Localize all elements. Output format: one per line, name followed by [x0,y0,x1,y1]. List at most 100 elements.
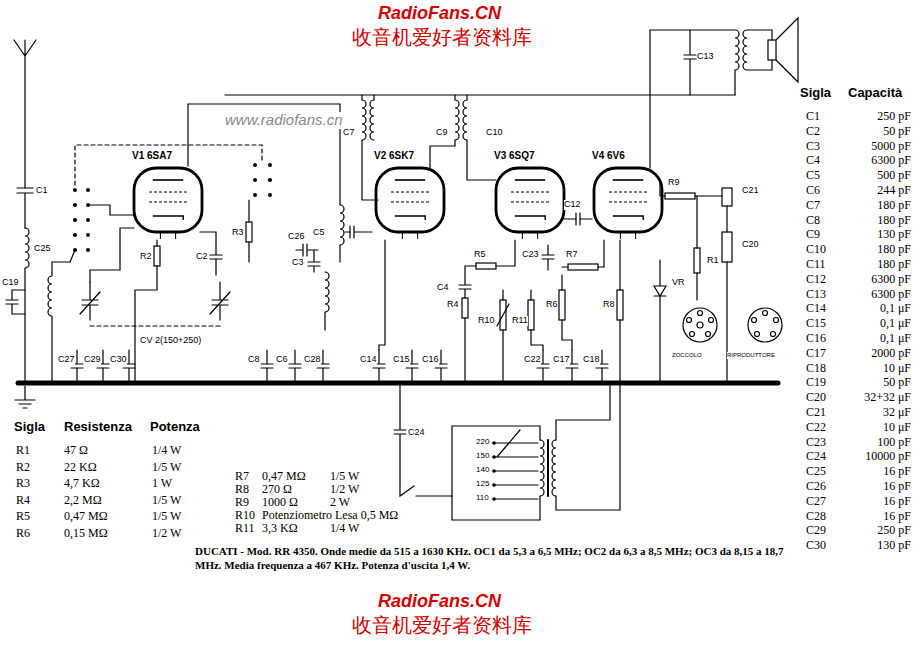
tube-socket [771,332,776,337]
table-cell: C1 [806,110,820,123]
circuit-wiring [722,232,732,262]
table-cell: C2 [806,125,820,138]
component-label: R3 [232,228,244,238]
tube-plate [395,179,425,181]
table-cell: C11 [806,258,826,271]
table-cell: 47 Ω [64,444,88,457]
vacuum-tube: V2 6SK7 [372,150,448,240]
component-label: C19 [2,278,19,288]
table-header: Potenza [150,420,200,434]
table-cell: C24 [806,450,826,463]
component-label: R10 [478,316,495,326]
tube-grid [391,192,429,193]
tube-socket [697,322,703,328]
component-label: R4 [447,300,459,310]
circuit-wiring [500,300,506,330]
table-cell: Potenziometro Lesa 0,5 MΩ [262,509,398,522]
circuit-wiring [188,104,344,262]
table-cell: 130 pF [845,539,911,552]
table-cell: 130 pF [845,228,911,241]
table-cell: 0,1 μF [845,332,911,345]
table-cell: 0,1 μF [845,302,911,315]
component-label: R6 [546,300,558,310]
tube-pins [402,232,417,239]
table-cell: 1 W [152,477,172,490]
tube-cathode [515,216,545,220]
table-cell: C15 [806,317,826,330]
circuit-wiring [70,205,134,262]
tap-label: 110 [476,494,489,503]
table-cell: 5000 pF [845,140,911,153]
switch-contacts [253,193,257,197]
tube-socket [698,311,703,316]
socket-label: RIPRODUTTORE [727,352,775,359]
tube-plate [515,179,545,181]
table-cell: 1/5 W [152,494,181,507]
switch-contacts [73,218,77,222]
table-cell: R8 [235,483,249,496]
component-label: VR [672,278,685,288]
table-cell: 10 μF [845,421,911,434]
table-cell: C26 [806,480,826,493]
table-cell: R9 [235,496,249,509]
component-label: R9 [668,178,680,188]
component-label: C24 [408,428,425,438]
component-label: C4 [437,283,449,293]
tap-label: 220 [476,438,489,447]
table-cell: C21 [806,406,826,419]
circuit-wiring [476,263,496,269]
component-label: C29 [84,355,101,365]
table-cell: C23 [806,436,826,449]
circuit-wiring [684,30,696,95]
circuit-wiring [75,145,262,185]
watermark: 收音机爱好者资料库 [352,26,532,48]
circuit-wiring [14,40,36,188]
table-cell: 180 pF [845,214,911,227]
socket-label: ZOCCOLO [672,352,702,359]
tube-label: V3 6SQ7 [492,150,568,162]
component-label: R7 [566,250,578,260]
table-cell: 1/5 W [152,510,181,523]
component-label: CV 2(150+250) [140,336,201,346]
table-cell: 250 pF [845,524,911,537]
circuit-wiring [261,350,273,383]
component-label: C7 [343,128,355,138]
component-label: C2 [196,252,208,262]
circuit-wiring [325,272,329,330]
tube-socket [774,318,779,323]
table-cell: R2 [16,461,30,474]
component-label: C21 [742,186,759,196]
table-cell: C7 [806,199,820,212]
table-cell: 16 pF [845,465,911,478]
table-cell: C19 [806,376,826,389]
table-cell: 0,47 MΩ [262,470,306,483]
tube-symbol [376,168,444,239]
circuit-wiring [15,386,35,408]
circuit-wiring [617,290,623,320]
table-cell: 1/4 W [330,522,359,535]
table-cell: C22 [806,421,826,434]
table-cell: C9 [806,228,820,241]
table-cell: 16 pF [845,510,911,523]
tube-cathode [153,216,183,220]
speaker-symbol [768,40,776,60]
component-label: C16 [422,355,439,365]
tube-socket [748,308,782,342]
tube-socket [706,332,711,337]
circuit-wiring [394,383,540,520]
tube-plate [153,179,183,181]
component-label: C20 [742,240,759,250]
switch-contacts [86,248,90,252]
circuit-wiring [80,282,100,320]
tube-socket [683,308,782,342]
component-label: C18 [583,355,600,365]
circuit-wiring [289,350,301,383]
tube-grid [511,192,549,193]
component-label: C15 [393,355,410,365]
circuit-wiring [562,275,572,350]
table-cell: 22 KΩ [64,461,97,474]
circuit-wiring [562,240,604,267]
switch-contacts [492,469,496,473]
table-cell: C4 [806,154,820,167]
circuit-wiring [497,290,509,383]
